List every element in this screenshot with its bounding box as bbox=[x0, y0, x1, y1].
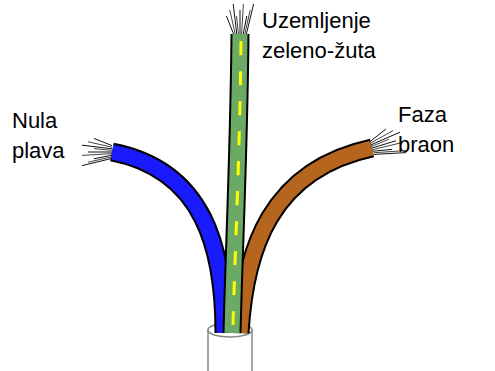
blue-wire bbox=[112, 152, 224, 333]
wire-strand bbox=[82, 154, 112, 156]
wire-strand bbox=[242, 4, 244, 34]
brown-wire bbox=[240, 148, 372, 333]
wire-strand bbox=[237, 16, 239, 34]
wire-strand bbox=[246, 4, 253, 34]
wire-strand bbox=[373, 149, 392, 151]
wire-strand bbox=[94, 138, 112, 145]
wire-label: Nula plava bbox=[12, 106, 74, 166]
wire-strand bbox=[82, 145, 112, 149]
wire-strand bbox=[88, 152, 112, 153]
wire-strand bbox=[94, 149, 112, 151]
wire-strand bbox=[373, 151, 399, 153]
wire-strand bbox=[82, 158, 112, 165]
wire-strand bbox=[371, 132, 400, 145]
wire-strands bbox=[82, 4, 406, 166]
wire-label: Faza braon bbox=[398, 100, 466, 160]
wire-strand bbox=[233, 4, 237, 34]
wire-strand bbox=[240, 10, 241, 34]
wire-strand bbox=[226, 16, 233, 34]
earth-wire bbox=[232, 34, 241, 333]
wire-label: Uzemljenje zeleno-žuta bbox=[262, 6, 392, 66]
